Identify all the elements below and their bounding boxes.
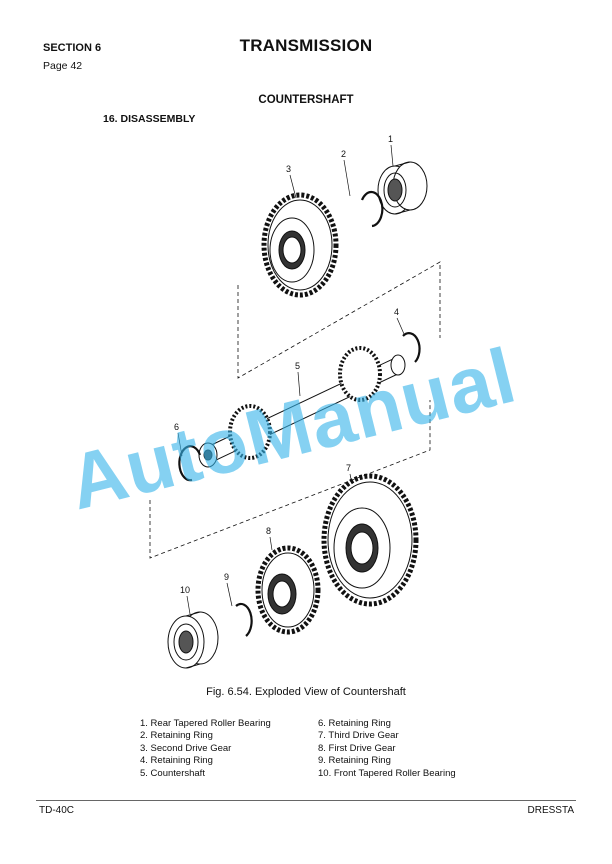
step-heading: 16. DISASSEMBLY <box>103 113 196 125</box>
first-drive-gear-drawing <box>255 545 321 635</box>
page-number-value: 42 <box>70 60 83 72</box>
callout-5: 5 <box>295 361 300 371</box>
alignment-lines <box>149 261 441 559</box>
callout-6: 6 <box>174 422 179 432</box>
page-label: Page <box>43 60 68 72</box>
callout-8: 8 <box>266 526 271 536</box>
footer-divider <box>36 800 576 801</box>
front-bearing-drawing <box>167 611 219 669</box>
countershaft-drawing <box>198 346 406 468</box>
legend-item: 3. Second Drive Gear <box>140 742 232 754</box>
callout-9: 9 <box>224 572 229 582</box>
callout-7: 7 <box>346 463 351 473</box>
callout-3: 3 <box>286 164 291 174</box>
second-drive-gear-drawing <box>261 192 339 298</box>
legend-item: 7. Third Drive Gear <box>318 730 399 742</box>
page-number: Page 42 <box>43 60 82 72</box>
retaining-ring-2-drawing <box>360 190 384 228</box>
section-label: SECTION 6 <box>43 42 102 54</box>
legend-item: 1. Rear Tapered Roller Bearing <box>140 718 271 729</box>
footer-model: TD-40C <box>39 805 75 816</box>
section-subtitle: COUNTERSHAFT <box>258 94 354 106</box>
legend-item: 4. Retaining Ring <box>140 755 213 767</box>
retaining-ring-9-drawing <box>235 602 253 637</box>
retaining-ring-4-drawing <box>402 332 421 363</box>
legend-item: 8. First Drive Gear <box>318 742 396 754</box>
footer-brand: DRESSTA <box>527 805 575 816</box>
callout-4: 4 <box>394 307 399 317</box>
legend-item: 2. Retaining Ring <box>140 730 213 742</box>
figure-caption: Fig. 6.54. Exploded View of Countershaft <box>206 686 406 698</box>
callout-1: 1 <box>388 134 393 144</box>
document-title: TRANSMISSION <box>239 36 373 55</box>
retaining-ring-6-drawing <box>178 445 202 482</box>
exploded-view-figure: 1 2 3 4 5 6 7 8 9 10 <box>149 134 441 669</box>
leader-lines <box>177 144 405 615</box>
third-drive-gear-drawing <box>321 473 419 607</box>
callout-10: 10 <box>180 585 190 595</box>
legend-item: 5. Countershaft <box>140 767 205 779</box>
legend-item: 9. Retaining Ring <box>318 755 391 767</box>
callout-2: 2 <box>341 149 346 159</box>
legend-left-column: 1. Rear Tapered Roller Bearing 2. Retain… <box>140 718 271 780</box>
legend-item: 10. Front Tapered Roller Bearing <box>318 767 456 779</box>
legend-right-column: 6. Retaining Ring 7. Third Drive Gear 8.… <box>318 718 456 780</box>
rear-bearing-drawing <box>377 161 428 215</box>
legend-item: 6. Retaining Ring <box>318 718 391 729</box>
